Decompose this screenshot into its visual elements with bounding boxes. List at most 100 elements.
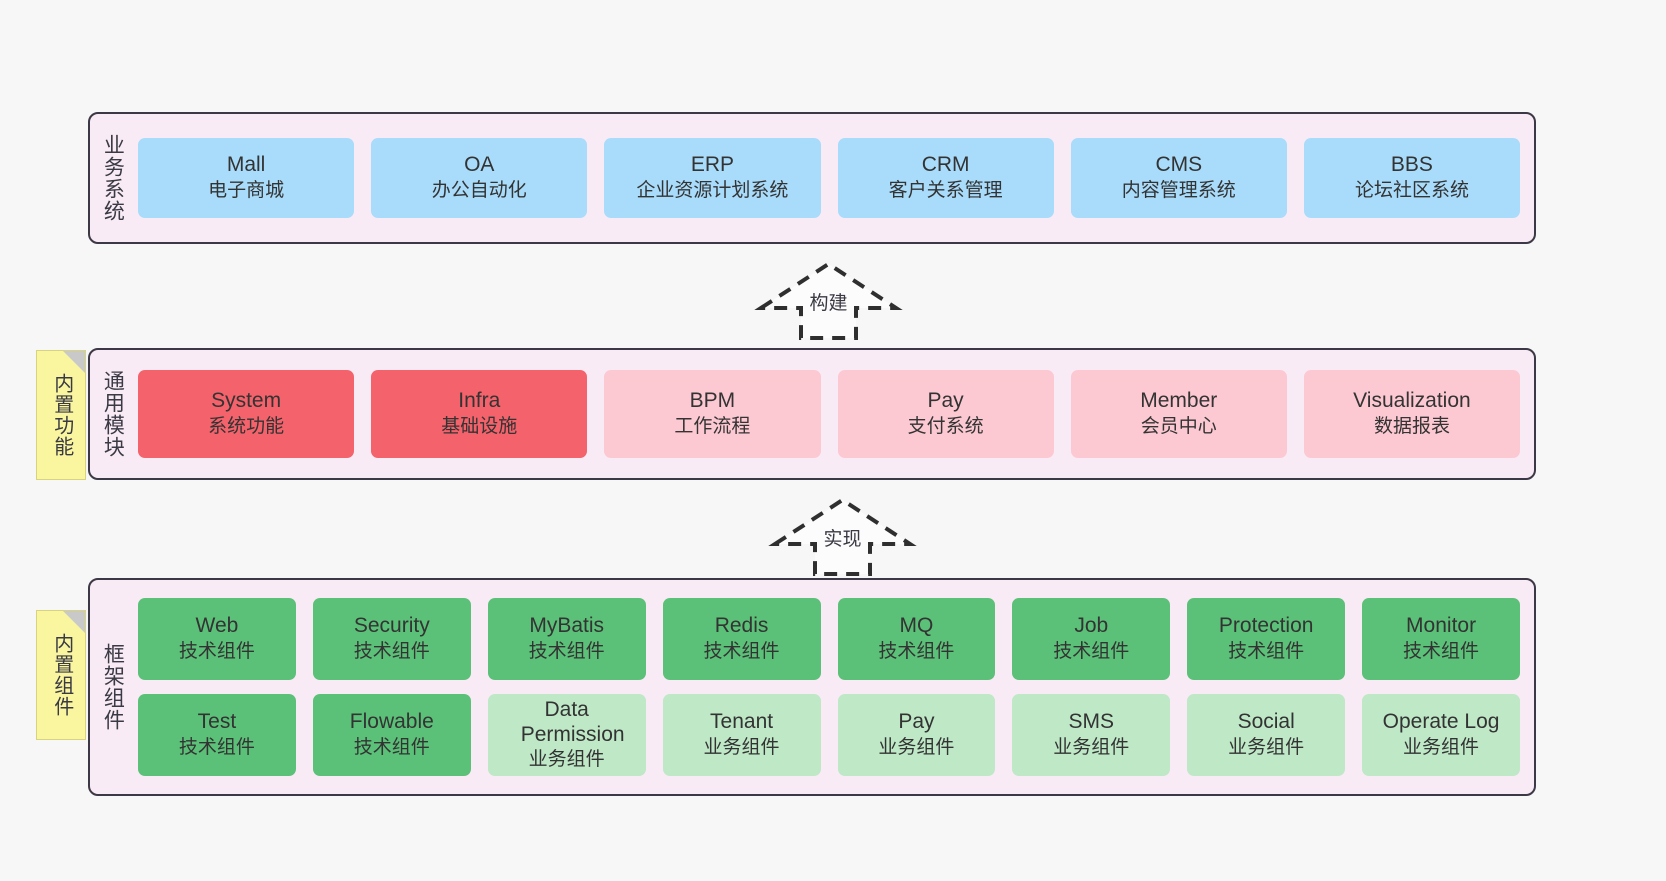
node-title: Operate Log xyxy=(1382,710,1500,734)
node-subtitle: 办公自动化 xyxy=(431,180,527,202)
node-redis[interactable]: Redis 技术组件 xyxy=(662,598,821,680)
node-subtitle: 技术组件 xyxy=(528,641,605,663)
node-flowable[interactable]: Flowable 技术组件 xyxy=(312,694,471,776)
node-subtitle: 工作流程 xyxy=(674,416,751,438)
node-subtitle: 技术组件 xyxy=(1403,641,1480,663)
node-subtitle: 技术组件 xyxy=(878,641,955,663)
node-protection[interactable]: Protection 技术组件 xyxy=(1187,598,1346,680)
node-job[interactable]: Job 技术组件 xyxy=(1012,598,1171,680)
node-subtitle: 业务组件 xyxy=(1053,737,1130,759)
node-title: Security xyxy=(353,614,430,638)
node-title: Web xyxy=(195,614,239,638)
layer-common-modules: 通用模块 System 系统功能 Infra 基础设施 BPM 工作流程 Pay… xyxy=(88,348,1536,480)
node-title: Pay xyxy=(898,710,935,734)
node-subtitle: 技术组件 xyxy=(178,641,255,663)
node-sms[interactable]: SMS 业务组件 xyxy=(1012,694,1171,776)
node-title: Data Permission xyxy=(520,698,625,746)
node-title: MyBatis xyxy=(529,614,605,638)
node-title: Monitor xyxy=(1406,614,1477,638)
node-title: Infra xyxy=(458,389,501,413)
node-title: Protection xyxy=(1218,614,1314,638)
node-bbs[interactable]: BBS 论坛社区系统 xyxy=(1303,138,1521,218)
sticky-note-text: 内置组件 xyxy=(50,633,73,717)
node-title: Member xyxy=(1140,389,1218,413)
node-subtitle: 技术组件 xyxy=(178,737,255,759)
node-pay[interactable]: Pay 支付系统 xyxy=(837,370,1054,458)
node-monitor[interactable]: Monitor 技术组件 xyxy=(1362,598,1520,680)
node-oa[interactable]: OA 办公自动化 xyxy=(371,138,588,218)
node-title: ERP xyxy=(690,153,735,177)
node-erp[interactable]: ERP 企业资源计划系统 xyxy=(604,138,821,218)
node-subtitle: 业务组件 xyxy=(703,737,780,759)
sticky-note-text: 内置功能 xyxy=(50,373,73,457)
node-title: Tenant xyxy=(710,710,774,734)
node-infra[interactable]: Infra 基础设施 xyxy=(371,370,588,458)
node-row: System 系统功能 Infra 基础设施 BPM 工作流程 Pay 支付系统… xyxy=(138,370,1521,458)
node-title: Test xyxy=(197,710,237,734)
node-title: Social xyxy=(1237,710,1295,734)
node-data-permission[interactable]: Data Permission 业务组件 xyxy=(487,694,646,776)
node-member[interactable]: Member 会员中心 xyxy=(1070,370,1287,458)
node-title: Mall xyxy=(226,153,266,177)
node-title: OA xyxy=(464,153,495,177)
node-subtitle: 基础设施 xyxy=(441,416,518,438)
node-operate-log[interactable]: Operate Log 业务组件 xyxy=(1362,694,1520,776)
node-subtitle: 系统功能 xyxy=(208,416,285,438)
node-subtitle: 技术组件 xyxy=(1053,641,1130,663)
layer-title-business: 业务系统 xyxy=(101,134,125,222)
node-subtitle: 业务组件 xyxy=(528,748,605,770)
node-subtitle: 业务组件 xyxy=(1403,737,1480,759)
node-subtitle: 企业资源计划系统 xyxy=(636,180,789,202)
arrow-implement: 实现 xyxy=(768,494,917,578)
node-subtitle: 技术组件 xyxy=(353,737,430,759)
node-subtitle: 业务组件 xyxy=(878,737,955,759)
node-subtitle: 技术组件 xyxy=(703,641,780,663)
layer-body-business: Mall 电子商城 OA 办公自动化 ERP 企业资源计划系统 CRM 客户关系… xyxy=(134,114,1534,242)
node-title: Pay xyxy=(927,389,964,413)
node-subtitle: 技术组件 xyxy=(353,641,430,663)
node-crm[interactable]: CRM 客户关系管理 xyxy=(837,138,1054,218)
node-web[interactable]: Web 技术组件 xyxy=(138,598,296,680)
node-test[interactable]: Test 技术组件 xyxy=(138,694,296,776)
node-subtitle: 客户关系管理 xyxy=(888,180,1003,202)
layer-body-framework: Web 技术组件 Security 技术组件 MyBatis 技术组件 Redi… xyxy=(134,580,1534,794)
layer-body-modules: System 系统功能 Infra 基础设施 BPM 工作流程 Pay 支付系统… xyxy=(134,350,1534,478)
layer-title-framework: 框架组件 xyxy=(101,643,125,731)
node-mybatis[interactable]: MyBatis 技术组件 xyxy=(487,598,646,680)
layer-title-modules: 通用模块 xyxy=(101,370,125,458)
node-title: BBS xyxy=(1390,153,1433,177)
node-visualization[interactable]: Visualization 数据报表 xyxy=(1303,370,1521,458)
node-row: Web 技术组件 Security 技术组件 MyBatis 技术组件 Redi… xyxy=(138,598,1520,680)
node-pay-component[interactable]: Pay 业务组件 xyxy=(837,694,996,776)
layer-framework-components: 框架组件 Web 技术组件 Security 技术组件 MyBatis 技术组件… xyxy=(88,578,1536,796)
node-title: CRM xyxy=(921,153,970,177)
node-subtitle: 会员中心 xyxy=(1140,416,1217,438)
node-system[interactable]: System 系统功能 xyxy=(138,370,355,458)
node-security[interactable]: Security 技术组件 xyxy=(312,598,471,680)
node-row: Test 技术组件 Flowable 技术组件 Data Permission … xyxy=(138,694,1520,776)
node-bpm[interactable]: BPM 工作流程 xyxy=(604,370,821,458)
node-title: CMS xyxy=(1155,153,1203,177)
node-social[interactable]: Social 业务组件 xyxy=(1187,694,1346,776)
node-title: BPM xyxy=(689,389,736,413)
node-title: Flowable xyxy=(349,710,434,734)
node-tenant[interactable]: Tenant 业务组件 xyxy=(662,694,821,776)
node-title: System xyxy=(211,389,282,413)
node-row: Mall 电子商城 OA 办公自动化 ERP 企业资源计划系统 CRM 客户关系… xyxy=(138,138,1521,218)
node-cms[interactable]: CMS 内容管理系统 xyxy=(1070,138,1287,218)
node-subtitle: 支付系统 xyxy=(907,416,984,438)
node-mall[interactable]: Mall 电子商城 xyxy=(138,138,355,218)
node-subtitle: 业务组件 xyxy=(1228,737,1305,759)
node-title: Job xyxy=(1074,614,1109,638)
node-title: MQ xyxy=(899,614,934,638)
layer-business-systems: 业务系统 Mall 电子商城 OA 办公自动化 ERP 企业资源计划系统 CRM… xyxy=(88,112,1536,244)
node-title: Redis xyxy=(714,614,769,638)
node-subtitle: 论坛社区系统 xyxy=(1354,180,1469,202)
sticky-note-builtin-features: 内置功能 xyxy=(36,350,86,480)
arrow-build: 构建 xyxy=(754,258,903,342)
node-title: SMS xyxy=(1068,710,1115,734)
node-subtitle: 数据报表 xyxy=(1373,416,1450,438)
node-subtitle: 电子商城 xyxy=(208,180,285,202)
node-mq[interactable]: MQ 技术组件 xyxy=(837,598,996,680)
